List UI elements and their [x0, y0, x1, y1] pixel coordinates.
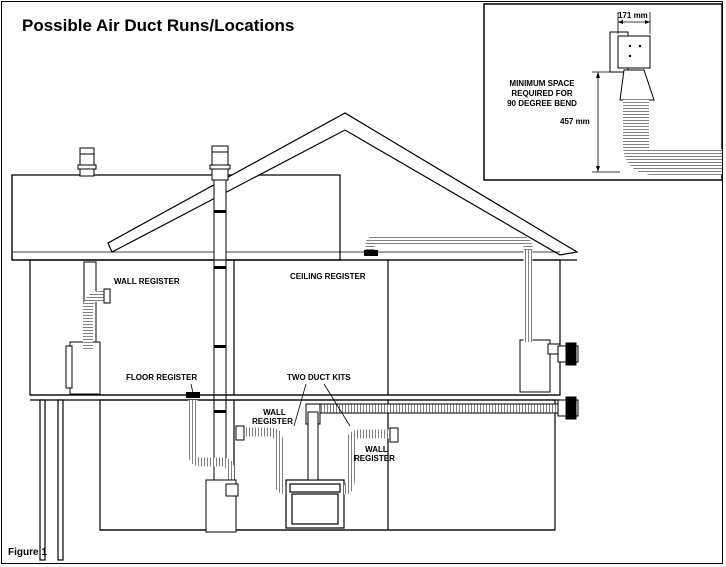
floor-register-label: FLOOR REGISTER	[126, 373, 198, 382]
vent-pipe	[213, 179, 227, 526]
wall-register-right-line2: REGISTER	[354, 454, 395, 463]
wall-vent-lower-right	[557, 396, 579, 420]
wall-register-mid-line1: WALL	[263, 408, 286, 417]
furnace-lower	[205, 479, 239, 533]
stove-upper-right	[519, 339, 561, 393]
inset-dimension-lines	[592, 12, 651, 173]
figure-label: Figure 1	[8, 547, 47, 558]
page-title: Possible Air Duct Runs/Locations	[22, 16, 295, 35]
ceiling-register-label: CEILING REGISTER	[290, 272, 366, 281]
inset-duct-graphic	[609, 31, 722, 175]
inset-caption-line1: MINIMUM SPACE	[509, 79, 575, 88]
wall-register-right-line1: WALL	[365, 445, 388, 454]
wall-register-mid-label: WALL REGISTER	[252, 408, 293, 426]
chimney-left	[77, 147, 97, 177]
chimney-center	[209, 145, 231, 181]
horizontal-duct	[311, 403, 563, 414]
inset-caption: MINIMUM SPACE REQUIRED FOR 90 DEGREE BEN…	[492, 79, 592, 109]
wall-register-right-label: WALL REGISTER	[354, 445, 395, 463]
wall-register-mid-line2: REGISTER	[252, 417, 293, 426]
walls	[29, 259, 561, 531]
inset-caption-line2: REQUIRED FOR	[511, 89, 573, 98]
deck-posts	[39, 399, 64, 561]
inset-caption-line3: 90 DEGREE BEND	[507, 99, 577, 108]
two-duct-kits-label: TWO DUCT KITS	[287, 373, 351, 382]
wall-register-left-label: WALL REGISTER	[114, 277, 180, 286]
wall-vent-upper-right	[557, 342, 579, 366]
fireplace	[285, 479, 345, 529]
inset-dimension-top: 171 mm	[618, 11, 648, 20]
inset-dimension-side: 457 mm	[560, 117, 590, 126]
